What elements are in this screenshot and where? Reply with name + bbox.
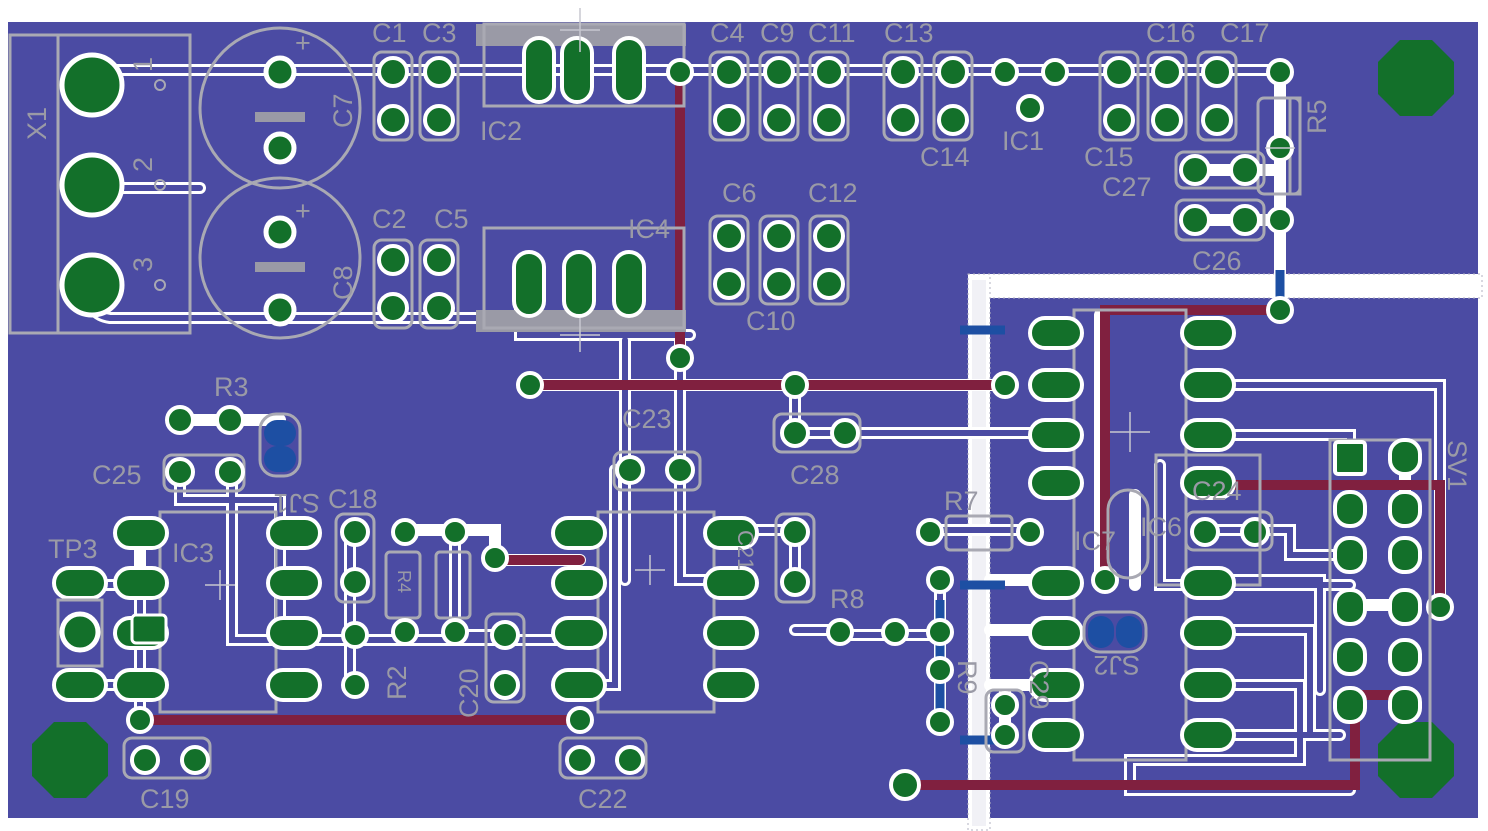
x1-terminal-block <box>8 33 192 335</box>
label-c20: C20 <box>454 668 484 718</box>
label-c27: C27 <box>1102 172 1152 202</box>
label-c17: C17 <box>1220 18 1270 48</box>
label-c14: C14 <box>920 142 970 172</box>
label-c21: C21 <box>733 530 758 570</box>
label-ic6: IC6 <box>1140 512 1182 542</box>
label-ic7: IC7 <box>1074 526 1116 556</box>
label-sj1: SJ1 <box>273 488 320 518</box>
bottom-layer-traces <box>135 65 1445 790</box>
label-x1: X1 <box>22 107 52 140</box>
label-r5: R5 <box>1302 99 1332 134</box>
label-x1-pin3: 3 <box>128 257 158 272</box>
svg-text:+: + <box>295 196 311 226</box>
voltage-regulators <box>476 22 686 332</box>
label-c28: C28 <box>790 460 840 490</box>
label-c4: C4 <box>710 18 745 48</box>
label-c19: C19 <box>140 784 190 814</box>
label-c13: C13 <box>884 18 934 48</box>
mounting-holes <box>32 40 1454 798</box>
isolation-gap <box>967 273 1483 299</box>
dip-packages <box>52 308 1262 762</box>
label-r8: R8 <box>830 584 865 614</box>
electrolytic-capacitors: + + <box>198 26 362 340</box>
label-ic1: IC1 <box>1002 126 1044 156</box>
label-c8: C8 <box>328 265 358 300</box>
origin-markers <box>205 8 1295 600</box>
label-c10: C10 <box>746 306 796 336</box>
label-sv1: SV1 <box>1442 440 1472 491</box>
label-c3: C3 <box>422 18 457 48</box>
label-tp3: TP3 <box>48 534 98 564</box>
label-c26: C26 <box>1192 246 1242 276</box>
label-c24: C24 <box>1192 476 1242 506</box>
label-c12: C12 <box>808 178 858 208</box>
label-x1-pin2: 2 <box>128 157 158 172</box>
label-c16: C16 <box>1146 18 1196 48</box>
label-c29: C29 <box>1024 660 1054 710</box>
test-point-and-jumpers <box>56 412 1150 668</box>
label-sj2: SJ2 <box>1093 650 1140 680</box>
label-c11: C11 <box>808 18 856 48</box>
label-r4: R4 <box>394 570 414 593</box>
label-c25: C25 <box>92 460 142 490</box>
silkscreen-labels: C1 C3 C4 C9 C11 C13 C16 C17 IC2 IC1 C14 … <box>22 18 1472 814</box>
label-x1-pin1: 1 <box>128 57 158 72</box>
label-c9: C9 <box>760 18 795 48</box>
svg-text:+: + <box>295 28 311 58</box>
label-ic4: IC4 <box>628 214 670 244</box>
label-r2: R2 <box>382 665 412 700</box>
label-r9: R9 <box>952 660 982 695</box>
label-ic2: IC2 <box>480 116 522 146</box>
label-c1: C1 <box>372 18 407 48</box>
label-r7: R7 <box>944 486 979 516</box>
label-ic3: IC3 <box>172 538 214 568</box>
label-c5: C5 <box>434 204 469 234</box>
label-c23: C23 <box>622 404 672 434</box>
label-c2: C2 <box>372 204 407 234</box>
sv1-header <box>1328 438 1432 762</box>
label-c18: C18 <box>328 484 378 514</box>
label-r3: R3 <box>214 372 249 402</box>
label-c22: C22 <box>578 784 628 814</box>
label-c7: C7 <box>328 93 358 128</box>
capacitor-footprints <box>122 50 1454 801</box>
label-c15: C15 <box>1084 142 1134 172</box>
label-c6: C6 <box>722 178 757 208</box>
